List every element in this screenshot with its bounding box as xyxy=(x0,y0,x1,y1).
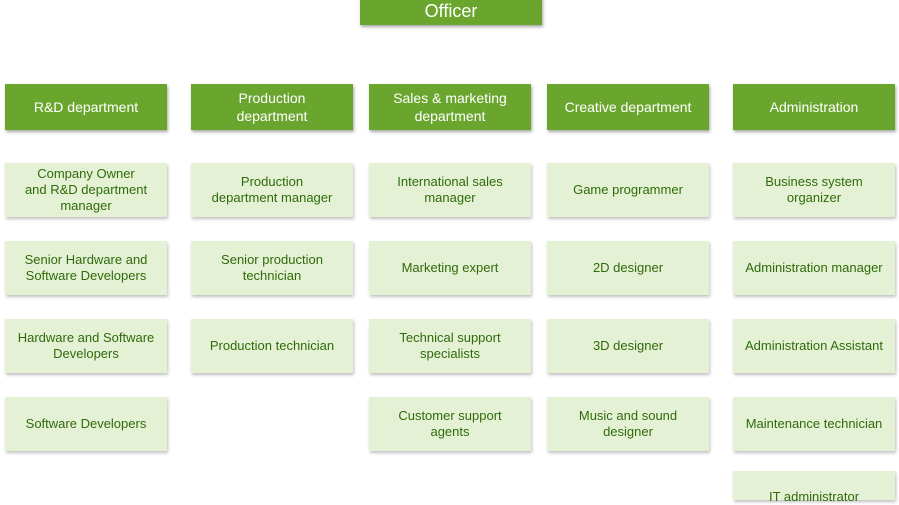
role-box: Production department manager xyxy=(191,163,353,217)
role-box: Company Owner and R&D department manager xyxy=(5,163,167,217)
role-box: Customer support agents xyxy=(369,397,531,451)
role-box: 2D designer xyxy=(547,241,709,295)
role-box: Maintenance technician xyxy=(733,397,895,451)
role-box: IT administrator xyxy=(733,471,895,504)
role-box: Senior Hardware and Software Developers xyxy=(5,241,167,295)
dept-header-admin: Administration xyxy=(733,84,895,130)
role-box: Senior production technician xyxy=(191,241,353,295)
role-box: Software Developers xyxy=(5,397,167,451)
dept-header-creative: Creative department xyxy=(547,84,709,130)
role-box: International sales manager xyxy=(369,163,531,217)
role-box: Administration Assistant xyxy=(733,319,895,373)
role-box: Game programmer xyxy=(547,163,709,217)
dept-header-sales: Sales & marketing department xyxy=(369,84,531,130)
dept-header-production: Production department xyxy=(191,84,353,130)
role-box: Technical support specialists xyxy=(369,319,531,373)
role-box: Music and sound designer xyxy=(547,397,709,451)
role-box: Production technician xyxy=(191,319,353,373)
dept-header-rnd: R&D department xyxy=(5,84,167,130)
officer-box: Officer xyxy=(360,0,542,25)
role-box: Administration manager xyxy=(733,241,895,295)
role-box: 3D designer xyxy=(547,319,709,373)
role-box: Business system organizer xyxy=(733,163,895,217)
role-box: Marketing expert xyxy=(369,241,531,295)
role-box: Hardware and Software Developers xyxy=(5,319,167,373)
